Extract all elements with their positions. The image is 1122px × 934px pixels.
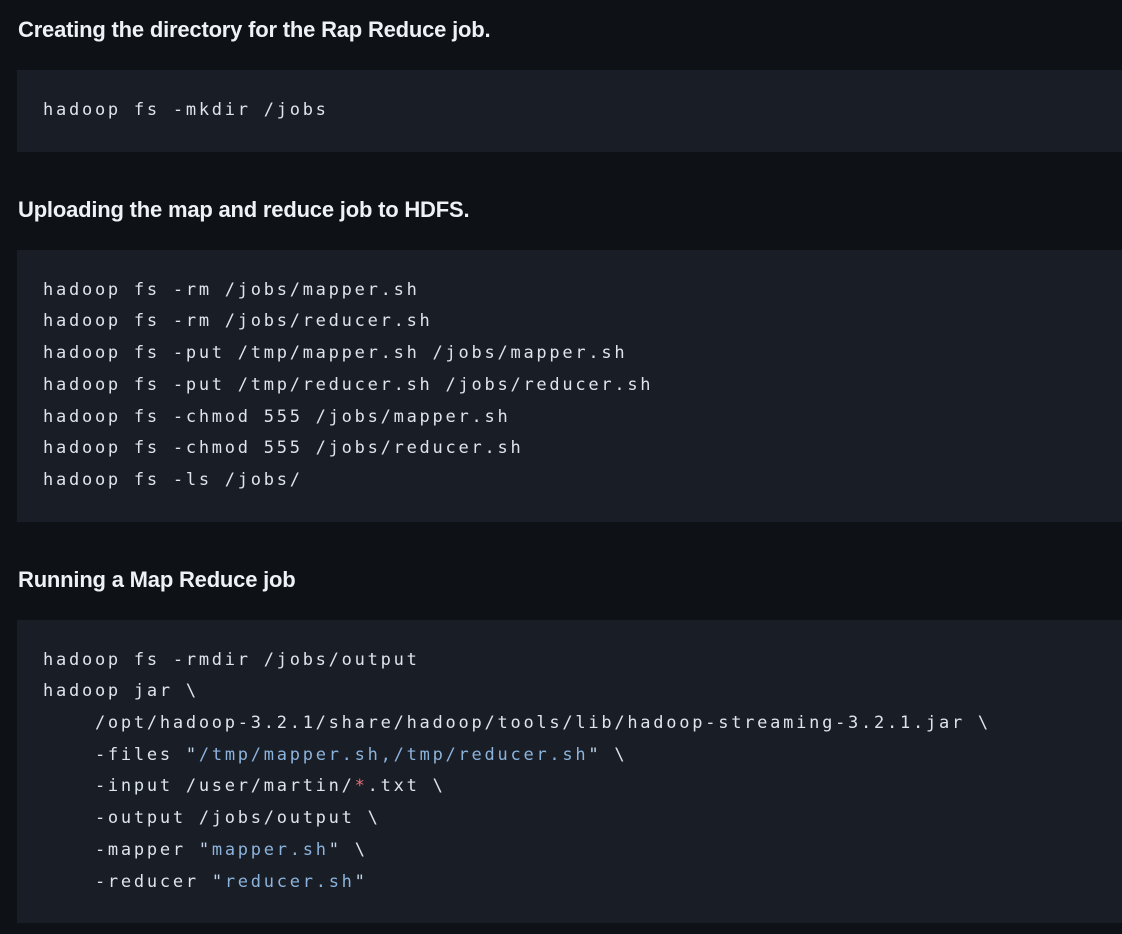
code-token-plain: hadoop jar \	[43, 681, 199, 702]
code-line: hadoop fs -chmod 555 /jobs/mapper.sh	[43, 402, 1102, 434]
code-line: -output /jobs/output \	[43, 803, 1102, 835]
code-token-plain: hadoop fs -rm /jobs/mapper.sh	[43, 279, 420, 300]
code-token-string: reducer.sh	[224, 871, 355, 892]
code-block-upload-hdfs: hadoop fs -rm /jobs/mapper.sh hadoop fs -…	[17, 249, 1122, 522]
code-token-plain: -mapper	[43, 839, 199, 860]
code-token-quote: "	[328, 839, 342, 860]
code-token-glob: *	[354, 776, 368, 797]
code-block-run-mapreduce: hadoop fs -rmdir /jobs/output hadoop jar …	[17, 619, 1122, 924]
code-line: hadoop fs -rmdir /jobs/output	[43, 645, 1102, 677]
code-token-quote: "	[354, 871, 368, 892]
section-heading-creating-directory: Creating the directory for the Rap Reduc…	[18, 17, 491, 42]
code-line: hadoop fs -chmod 555 /jobs/reducer.sh	[43, 433, 1102, 465]
code-token-plain: hadoop fs -chmod 555 /jobs/mapper.sh	[43, 406, 511, 427]
code-line: hadoop fs -mkdir /jobs	[43, 95, 1102, 127]
code-token-quote: "	[198, 839, 212, 860]
code-token-plain: \	[341, 839, 368, 860]
code-line: hadoop fs -put /tmp/mapper.sh /jobs/mapp…	[43, 338, 1102, 370]
code-token-quote: "	[185, 744, 199, 765]
code-token-plain: .txt \	[367, 776, 446, 797]
code-line: hadoop fs -rm /jobs/mapper.sh	[43, 275, 1102, 307]
code-block-mkdir: hadoop fs -mkdir /jobs	[17, 70, 1122, 152]
code-token-quote: "	[588, 744, 602, 765]
code-token-plain: -output /jobs/output \	[43, 808, 381, 829]
code-token-plain: -input /user/martin/	[43, 776, 355, 797]
code-token-string: mapper.sh	[211, 839, 329, 860]
code-line: hadoop fs -put /tmp/reducer.sh /jobs/red…	[43, 370, 1102, 402]
code-token-plain: hadoop fs -chmod 555 /jobs/reducer.sh	[43, 438, 524, 459]
code-token-plain: hadoop fs -rm /jobs/reducer.sh	[43, 311, 433, 332]
code-token-plain: -files	[43, 744, 186, 765]
code-token-quote: "	[211, 871, 225, 892]
code-line: hadoop fs -rm /jobs/reducer.sh	[43, 306, 1102, 338]
code-line: /opt/hadoop-3.2.1/share/hadoop/tools/lib…	[43, 708, 1102, 740]
code-token-plain: hadoop fs -mkdir /jobs	[43, 100, 329, 120]
code-token-plain: -reducer	[43, 871, 212, 892]
code-line: -files "/tmp/mapper.sh,/tmp/reducer.sh" …	[43, 740, 1102, 772]
code-token-plain: hadoop fs -put /tmp/reducer.sh /jobs/red…	[43, 374, 654, 395]
code-token-plain: hadoop fs -ls /jobs/	[43, 469, 303, 490]
section-heading-uploading-jobs: Uploading the map and reduce job to HDFS…	[18, 196, 470, 222]
code-line: -input /user/martin/*.txt \	[43, 771, 1102, 803]
code-line: -reducer "reducer.sh"	[43, 867, 1102, 899]
code-line: hadoop jar \	[43, 676, 1102, 708]
code-line: -mapper "mapper.sh" \	[43, 835, 1102, 867]
code-line: hadoop fs -ls /jobs/	[43, 465, 1102, 497]
section-heading-running-job: Running a Map Reduce job	[18, 566, 296, 592]
code-token-plain: \	[601, 744, 628, 765]
code-token-plain: hadoop fs -rmdir /jobs/output	[43, 649, 420, 670]
code-token-plain: hadoop fs -put /tmp/mapper.sh /jobs/mapp…	[43, 343, 628, 364]
code-token-plain: /opt/hadoop-3.2.1/share/hadoop/tools/lib…	[43, 713, 991, 734]
code-token-string: /tmp/mapper.sh,/tmp/reducer.sh	[198, 744, 589, 765]
